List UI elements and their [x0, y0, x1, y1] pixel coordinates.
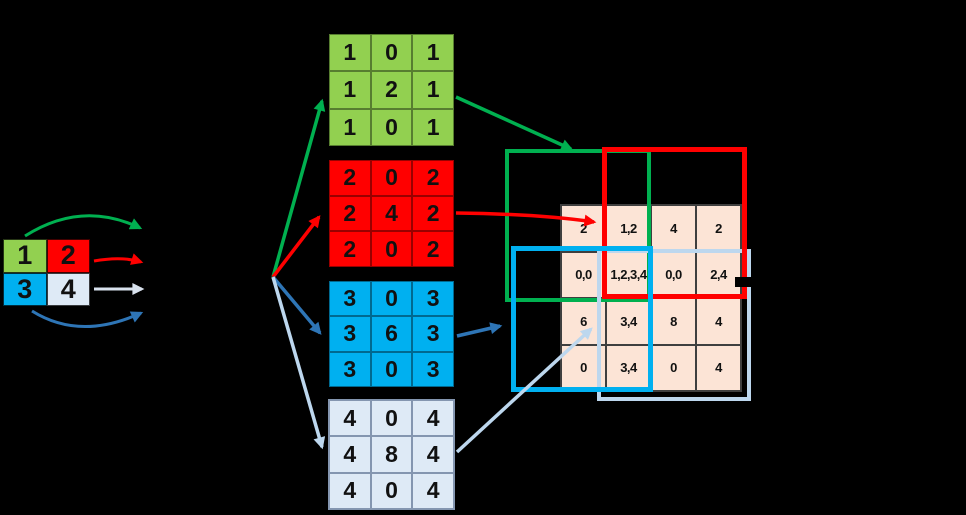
kernel-light-cell-1-1: 8 — [370, 436, 413, 473]
fan-red-arrow — [271, 215, 321, 279]
kernel-green-region — [505, 149, 651, 302]
kernel-light-cell-2-0: 4 — [329, 472, 371, 509]
black-handle — [735, 277, 760, 287]
fan-green-arrow — [271, 98, 326, 278]
kernel-light-cell-0-1: 0 — [370, 400, 413, 437]
output-grid-cell-0-3: 2 — [696, 205, 741, 252]
input-matrix-cell-0-0: 1 — [3, 239, 47, 273]
output-grid-cell-1-3: 2,4 — [696, 251, 741, 298]
kernel-cyan-cell-0-0: 3 — [329, 281, 371, 317]
kernel-green-cell-2-0: 1 — [329, 108, 371, 146]
kernel-green-cell-0-0: 1 — [329, 34, 371, 72]
output-grid-cell-0-2: 4 — [651, 205, 696, 252]
kernel-green-cell-2-2: 1 — [412, 108, 454, 146]
kernel-light-cell-0-2: 4 — [412, 400, 454, 437]
output-grid-cell-1-2: 0,0 — [651, 251, 696, 298]
kernel-light-cell-1-2: 4 — [412, 436, 454, 473]
kernel-light-cell-0-0: 4 — [329, 400, 371, 437]
output-grid-cell-3-2: 0 — [651, 344, 696, 391]
kernel-red-cell-1-1: 4 — [370, 195, 413, 232]
input-matrix-cell-1-1: 4 — [46, 272, 90, 306]
kernel-cyan-cell-0-2: 3 — [412, 281, 454, 317]
kernel-red-cell-0-2: 2 — [412, 160, 454, 196]
kernel-green-cell-1-1: 2 — [370, 71, 413, 109]
kernel-cyan-cell-0-1: 0 — [370, 281, 413, 317]
kernel-red-cell-0-0: 2 — [329, 160, 371, 196]
output-grid-cell-2-3: 4 — [696, 298, 741, 345]
kernel-cyan-cell-2-0: 3 — [329, 351, 371, 387]
kernel-cyan-cell-1-2: 3 — [412, 316, 454, 352]
kernel-cyan-cell-1-1: 6 — [370, 316, 413, 352]
input-matrix-cell-0-1: 2 — [46, 239, 90, 273]
input-matrix-cell-1-0: 3 — [3, 272, 47, 306]
kernel-green-cell-2-1: 0 — [370, 108, 413, 146]
kernel-green-cell-0-2: 1 — [412, 34, 454, 72]
kernel-green-to-grid-arrow — [455, 95, 574, 151]
kernel-light-cell-2-2: 4 — [412, 472, 454, 509]
kernel-red-region — [602, 147, 747, 299]
kernel-cyan-cell-1-0: 3 — [329, 316, 371, 352]
fan-blue-arrow — [271, 275, 322, 335]
kernel-red-cell-1-2: 2 — [412, 195, 454, 232]
kernel-light-cell-2-1: 0 — [370, 472, 413, 509]
input-green-arrow — [24, 214, 143, 238]
fan-light-arrow — [271, 276, 326, 450]
kernel-cyan-cell-2-2: 3 — [412, 351, 454, 387]
kernel-red-cell-2-1: 0 — [370, 231, 413, 267]
kernel-red-cell-2-0: 2 — [329, 231, 371, 267]
kernel-green-cell-1-0: 1 — [329, 71, 371, 109]
kernel-cyan-region — [511, 246, 653, 392]
output-grid-cell-3-3: 4 — [696, 344, 741, 391]
kernel-red-cell-2-2: 2 — [412, 231, 454, 267]
input-blue-arrow — [31, 309, 144, 328]
input-red-arrow — [93, 253, 144, 265]
kernel-red-cell-0-1: 0 — [370, 160, 413, 196]
kernel-green-cell-0-1: 0 — [370, 34, 413, 72]
kernel-green-cell-1-2: 1 — [412, 71, 454, 109]
kernel-blue-to-grid-arrow — [456, 322, 503, 338]
kernel-red-cell-1-0: 2 — [329, 195, 371, 232]
kernel-light-cell-1-0: 4 — [329, 436, 371, 473]
kernel-cyan-cell-2-1: 0 — [370, 351, 413, 387]
kernel-light-region — [597, 249, 751, 401]
